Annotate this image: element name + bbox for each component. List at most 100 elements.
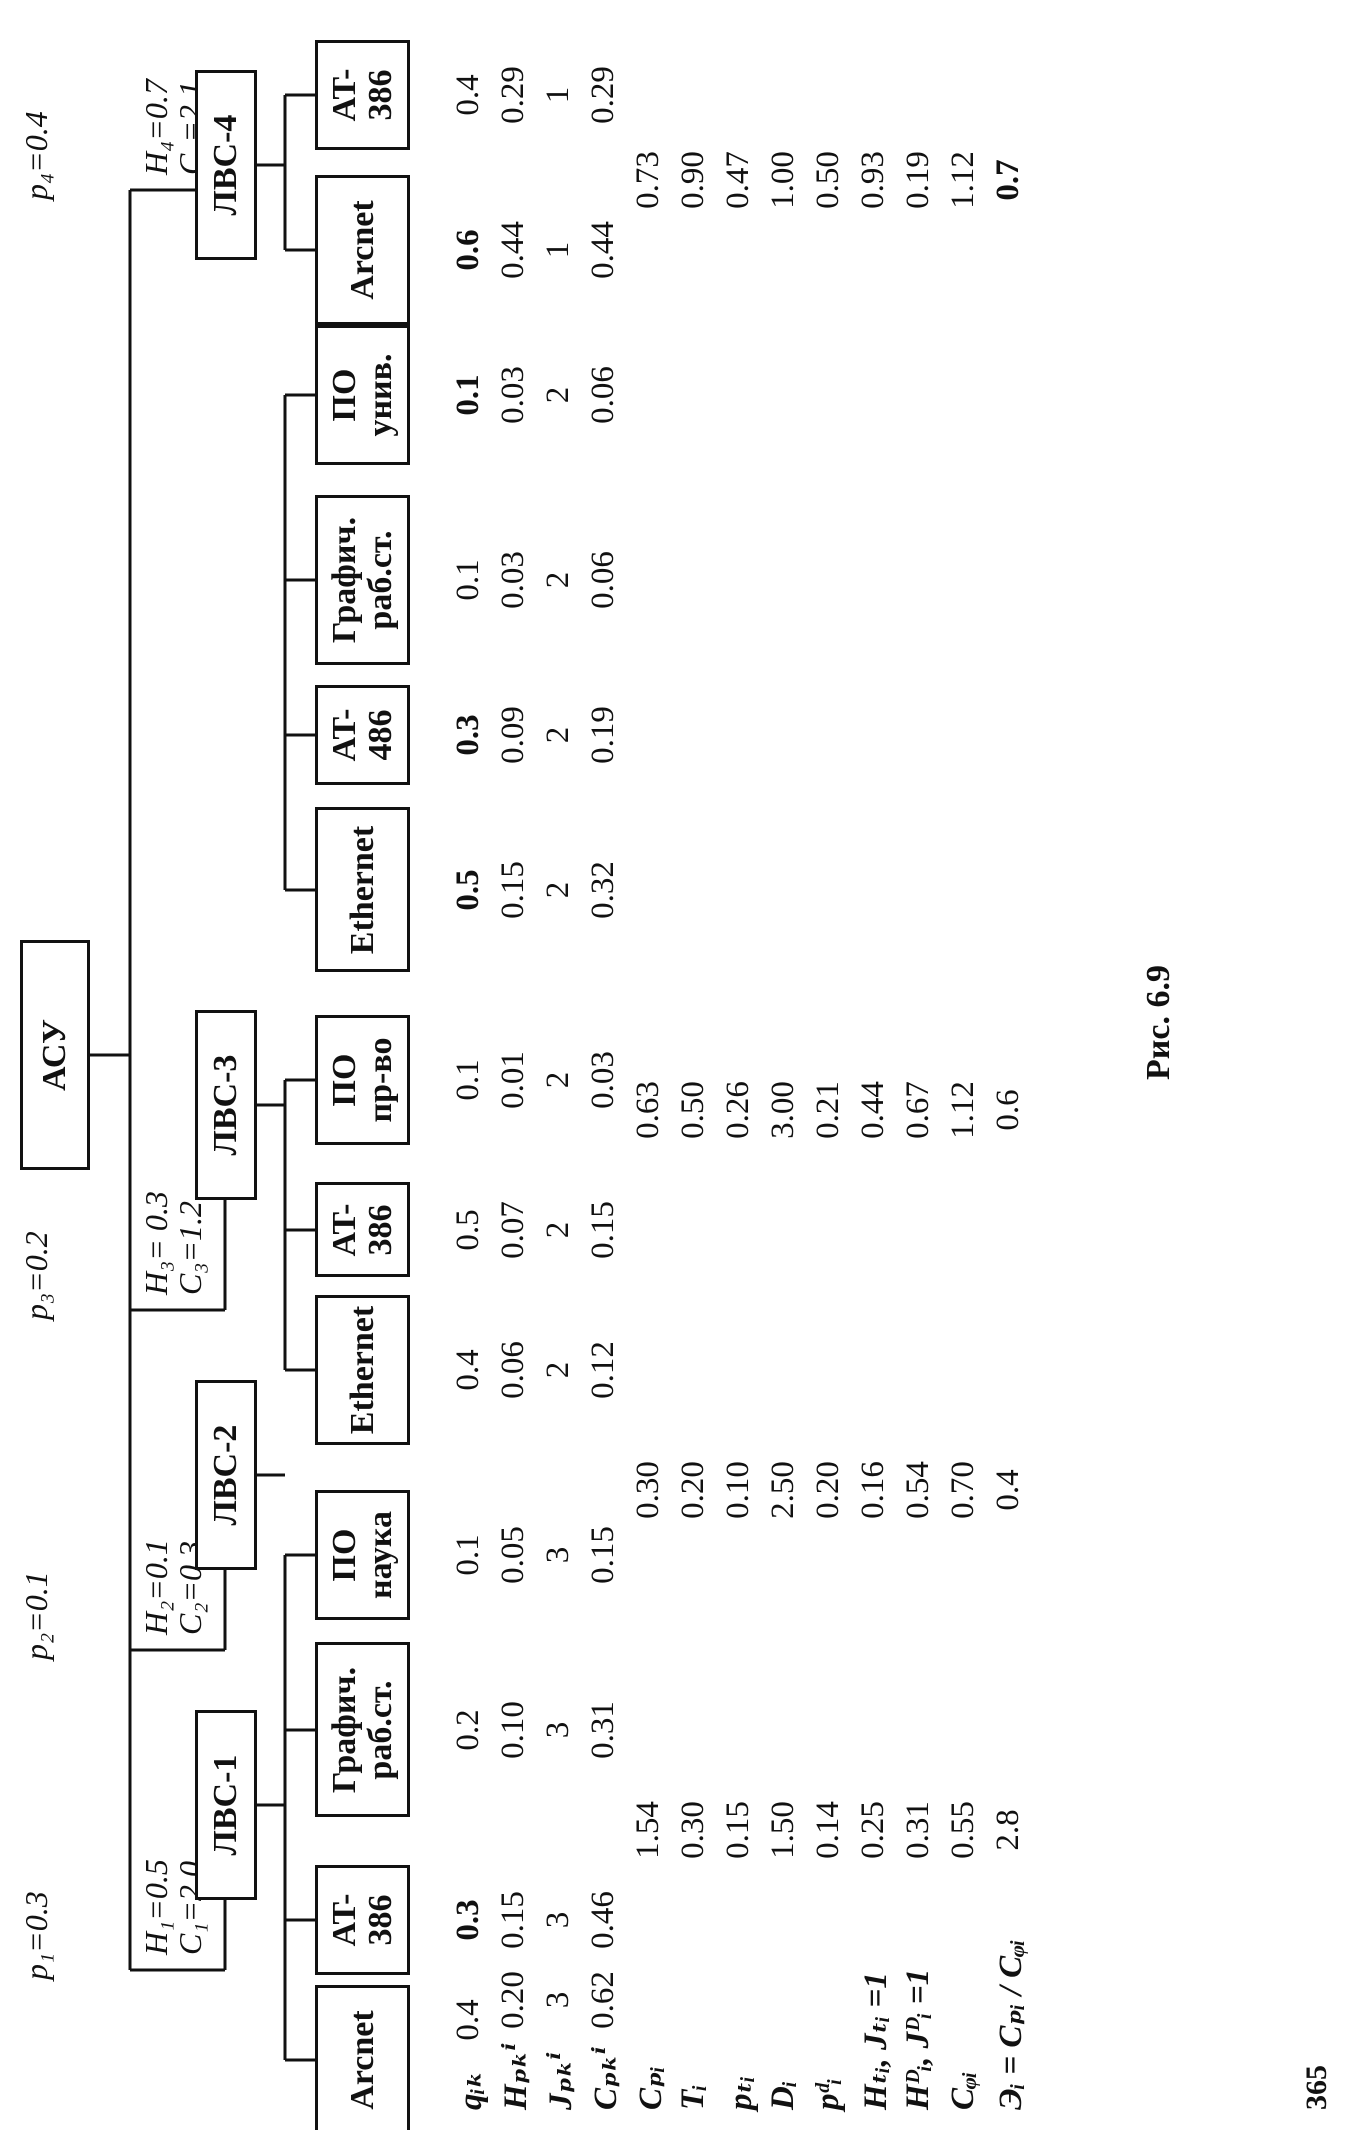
lan-node: ЛВС-4: [195, 70, 257, 260]
cell-j: 1: [540, 86, 576, 104]
cell-c: 0.15: [585, 1526, 621, 1584]
metric-cz: 0.55: [945, 1801, 981, 1859]
cell-h: 0.15: [495, 861, 531, 919]
cell-q: 0.1: [450, 374, 486, 416]
metric-hd: 0.19: [900, 151, 936, 209]
cell-c: 0.44: [585, 221, 621, 279]
cell-j: 2: [540, 881, 576, 899]
lan-node: ЛВС-1: [195, 1710, 257, 1900]
row-label-pt: pₜᵢ: [723, 2075, 759, 2110]
cell-c: 0.32: [585, 861, 621, 919]
cell-j: 2: [540, 1071, 576, 1089]
metric-cp: 0.63: [630, 1081, 666, 1139]
cell-h: 0.20: [495, 1971, 531, 2029]
row-label-e: Эᵢ = Cₚᵢ / Cᵩᵢ: [993, 1939, 1029, 2110]
cell-q: 0.4: [450, 74, 486, 116]
component-node: Arcnet: [315, 175, 410, 325]
cell-c: 0.12: [585, 1341, 621, 1399]
cell-q: 0.6: [450, 229, 486, 271]
lan-probability: p₂=0.1: [18, 1571, 54, 1660]
metric-hd: 0.31: [900, 1801, 936, 1859]
component-node: ПО унив.: [315, 325, 410, 465]
cell-c: 0.06: [585, 366, 621, 424]
cell-j: 3: [540, 1991, 576, 2009]
metric-cz: 1.12: [945, 151, 981, 209]
cell-h: 0.44: [495, 221, 531, 279]
cell-j: 2: [540, 1361, 576, 1379]
cell-q: 0.1: [450, 559, 486, 601]
cell-q: 0.3: [450, 714, 486, 756]
row-label-cz: Cᵩᵢ: [945, 2071, 981, 2110]
row-label-h: Hₚₖⁱ: [498, 2042, 534, 2110]
cell-j: 3: [540, 1546, 576, 1564]
cell-c: 0.06: [585, 551, 621, 609]
metric-pt: 0.15: [720, 1801, 756, 1859]
cell-h: 0.03: [495, 551, 531, 609]
metric-ht: 0.16: [855, 1461, 891, 1519]
metric-pd: 0.50: [810, 151, 846, 209]
metric-d: 1.00: [765, 151, 801, 209]
figure-caption: Рис. 6.9: [1140, 965, 1177, 1080]
component-node: AT- 486: [315, 685, 410, 785]
row-label-cp: Cₚᵢ: [633, 2065, 669, 2110]
metric-pt: 0.26: [720, 1081, 756, 1139]
component-node: Графич. раб.ст.: [315, 495, 410, 665]
cell-h: 0.03: [495, 366, 531, 424]
component-node: AT- 386: [315, 40, 410, 150]
component-node: ПО пр-во: [315, 1015, 410, 1145]
cell-q: 0.5: [450, 869, 486, 911]
cell-c: 0.19: [585, 706, 621, 764]
metric-ht: 0.93: [855, 151, 891, 209]
metric-d: 2.50: [765, 1461, 801, 1519]
cell-j: 2: [540, 726, 576, 744]
cell-c: 0.15: [585, 1201, 621, 1259]
metric-t: 0.50: [675, 1081, 711, 1139]
cell-h: 0.15: [495, 1891, 531, 1949]
row-label-c: Cₚₖⁱ: [588, 2046, 624, 2110]
root-node: АСУ: [20, 940, 90, 1170]
component-node: AT- 386: [315, 1865, 410, 1975]
metric-e: 0.6: [990, 1089, 1026, 1131]
row-label-ht: Hₜᵢ, Jₜᵢ =1: [858, 1972, 894, 2110]
cell-c: 0.46: [585, 1891, 621, 1949]
metric-pd: 0.21: [810, 1081, 846, 1139]
cell-q: 0.5: [450, 1209, 486, 1251]
metric-cz: 1.12: [945, 1081, 981, 1139]
cell-q: 0.1: [450, 1534, 486, 1576]
metric-cp: 0.73: [630, 151, 666, 209]
cell-j: 1: [540, 241, 576, 259]
cell-c: 0.29: [585, 66, 621, 124]
lan-params: H₃= 0.3 C₃=1.2: [138, 1191, 208, 1295]
cell-j: 3: [540, 1911, 576, 1929]
metric-hd: 0.54: [900, 1461, 936, 1519]
lan-probability: p₁=0.3: [18, 1891, 54, 1980]
cell-h: 0.29: [495, 66, 531, 124]
metric-hd: 0.67: [900, 1081, 936, 1139]
cell-h: 0.09: [495, 706, 531, 764]
cell-c: 0.62: [585, 1971, 621, 2029]
metric-pt: 0.10: [720, 1461, 756, 1519]
metric-t: 0.30: [675, 1801, 711, 1859]
cell-h: 0.06: [495, 1341, 531, 1399]
row-label-hd: Hᴰᵢ, Jᴰᵢ =1: [900, 1968, 936, 2110]
cell-q: 0.1: [450, 1059, 486, 1101]
metric-cp: 0.30: [630, 1461, 666, 1519]
cell-q: 0.4: [450, 1349, 486, 1391]
metric-cp: 1.54: [630, 1801, 666, 1859]
metric-ht: 0.44: [855, 1081, 891, 1139]
metric-cz: 0.70: [945, 1461, 981, 1519]
cell-q: 0.2: [450, 1709, 486, 1751]
component-node: Графич. раб.ст.: [315, 1642, 410, 1818]
cell-h: 0.07: [495, 1201, 531, 1259]
metric-d: 3.00: [765, 1081, 801, 1139]
row-label-pd: pᵈᵢ: [810, 2077, 846, 2110]
cell-h: 0.01: [495, 1051, 531, 1109]
lan-probability: p₄=0.4: [18, 111, 54, 200]
metric-e: 0.7: [990, 159, 1026, 201]
component-node: AT- 386: [315, 1182, 410, 1278]
row-label-t: Tᵢ: [675, 2084, 711, 2110]
page-number: 365: [1300, 2065, 1333, 2110]
metric-t: 0.90: [675, 151, 711, 209]
